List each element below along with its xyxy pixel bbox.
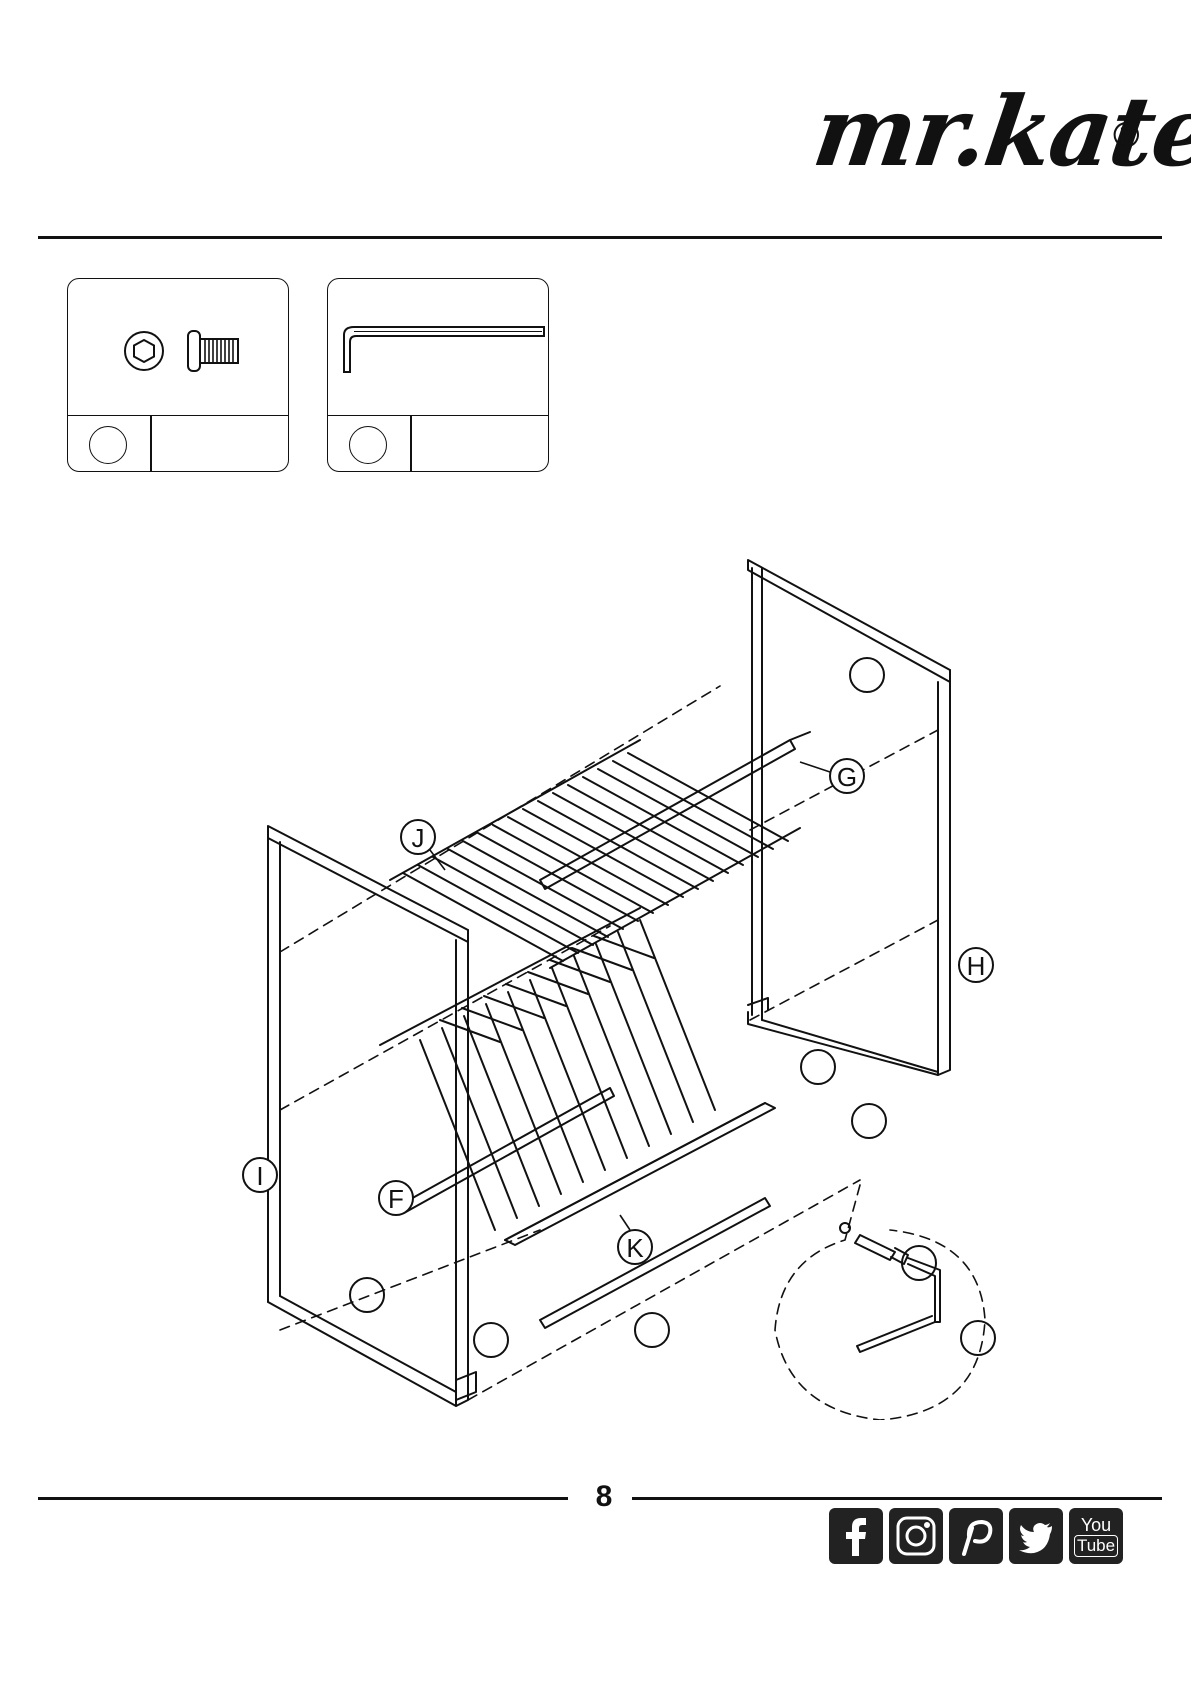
callout-g-label: G — [837, 762, 857, 792]
hex-bolt-icon — [68, 279, 288, 414]
footer-rule-left — [38, 1497, 568, 1500]
footer-rule-right — [632, 1497, 1162, 1500]
callout-f-label: F — [388, 1184, 404, 1214]
callout-h: H — [959, 948, 993, 982]
rod-bottom — [540, 1198, 770, 1328]
part-card-allen-key — [327, 278, 549, 472]
divider — [150, 416, 152, 471]
callout-i: I — [243, 1158, 277, 1192]
callout-f: F — [379, 1181, 413, 1215]
shelf-j — [390, 732, 810, 968]
callout-j-label: J — [412, 823, 425, 853]
part-card-bolt — [67, 278, 289, 472]
header-rule — [38, 236, 1162, 239]
side-frame-i — [268, 826, 476, 1406]
brand-logo: mr.kate ® — [815, 78, 1150, 228]
side-frame-h — [748, 560, 950, 1075]
facebook-icon[interactable] — [829, 1508, 883, 1564]
callout-k-label: K — [626, 1233, 644, 1263]
callout-h-label: H — [967, 951, 986, 981]
part-id-circle — [349, 426, 387, 464]
callout-k: K — [618, 1215, 652, 1264]
divider — [410, 416, 412, 471]
part-card-footer — [68, 415, 288, 471]
detail-bolt-key — [840, 1223, 940, 1352]
youtube-text-top: You — [1081, 1515, 1111, 1535]
registered-mark: ® — [1113, 114, 1140, 156]
instagram-icon[interactable] — [889, 1508, 943, 1564]
allen-key-icon — [328, 279, 548, 414]
callout-g: G — [800, 759, 864, 793]
pinterest-icon[interactable] — [949, 1508, 1003, 1564]
twitter-icon[interactable] — [1009, 1508, 1063, 1564]
youtube-text-bottom: Tube — [1074, 1535, 1118, 1557]
part-id-circle — [89, 426, 127, 464]
youtube-icon[interactable]: You Tube — [1069, 1508, 1123, 1564]
assembly-diagram: G J H I F K — [220, 540, 1070, 1420]
callout-i-label: I — [256, 1161, 263, 1191]
part-card-footer — [328, 415, 548, 471]
